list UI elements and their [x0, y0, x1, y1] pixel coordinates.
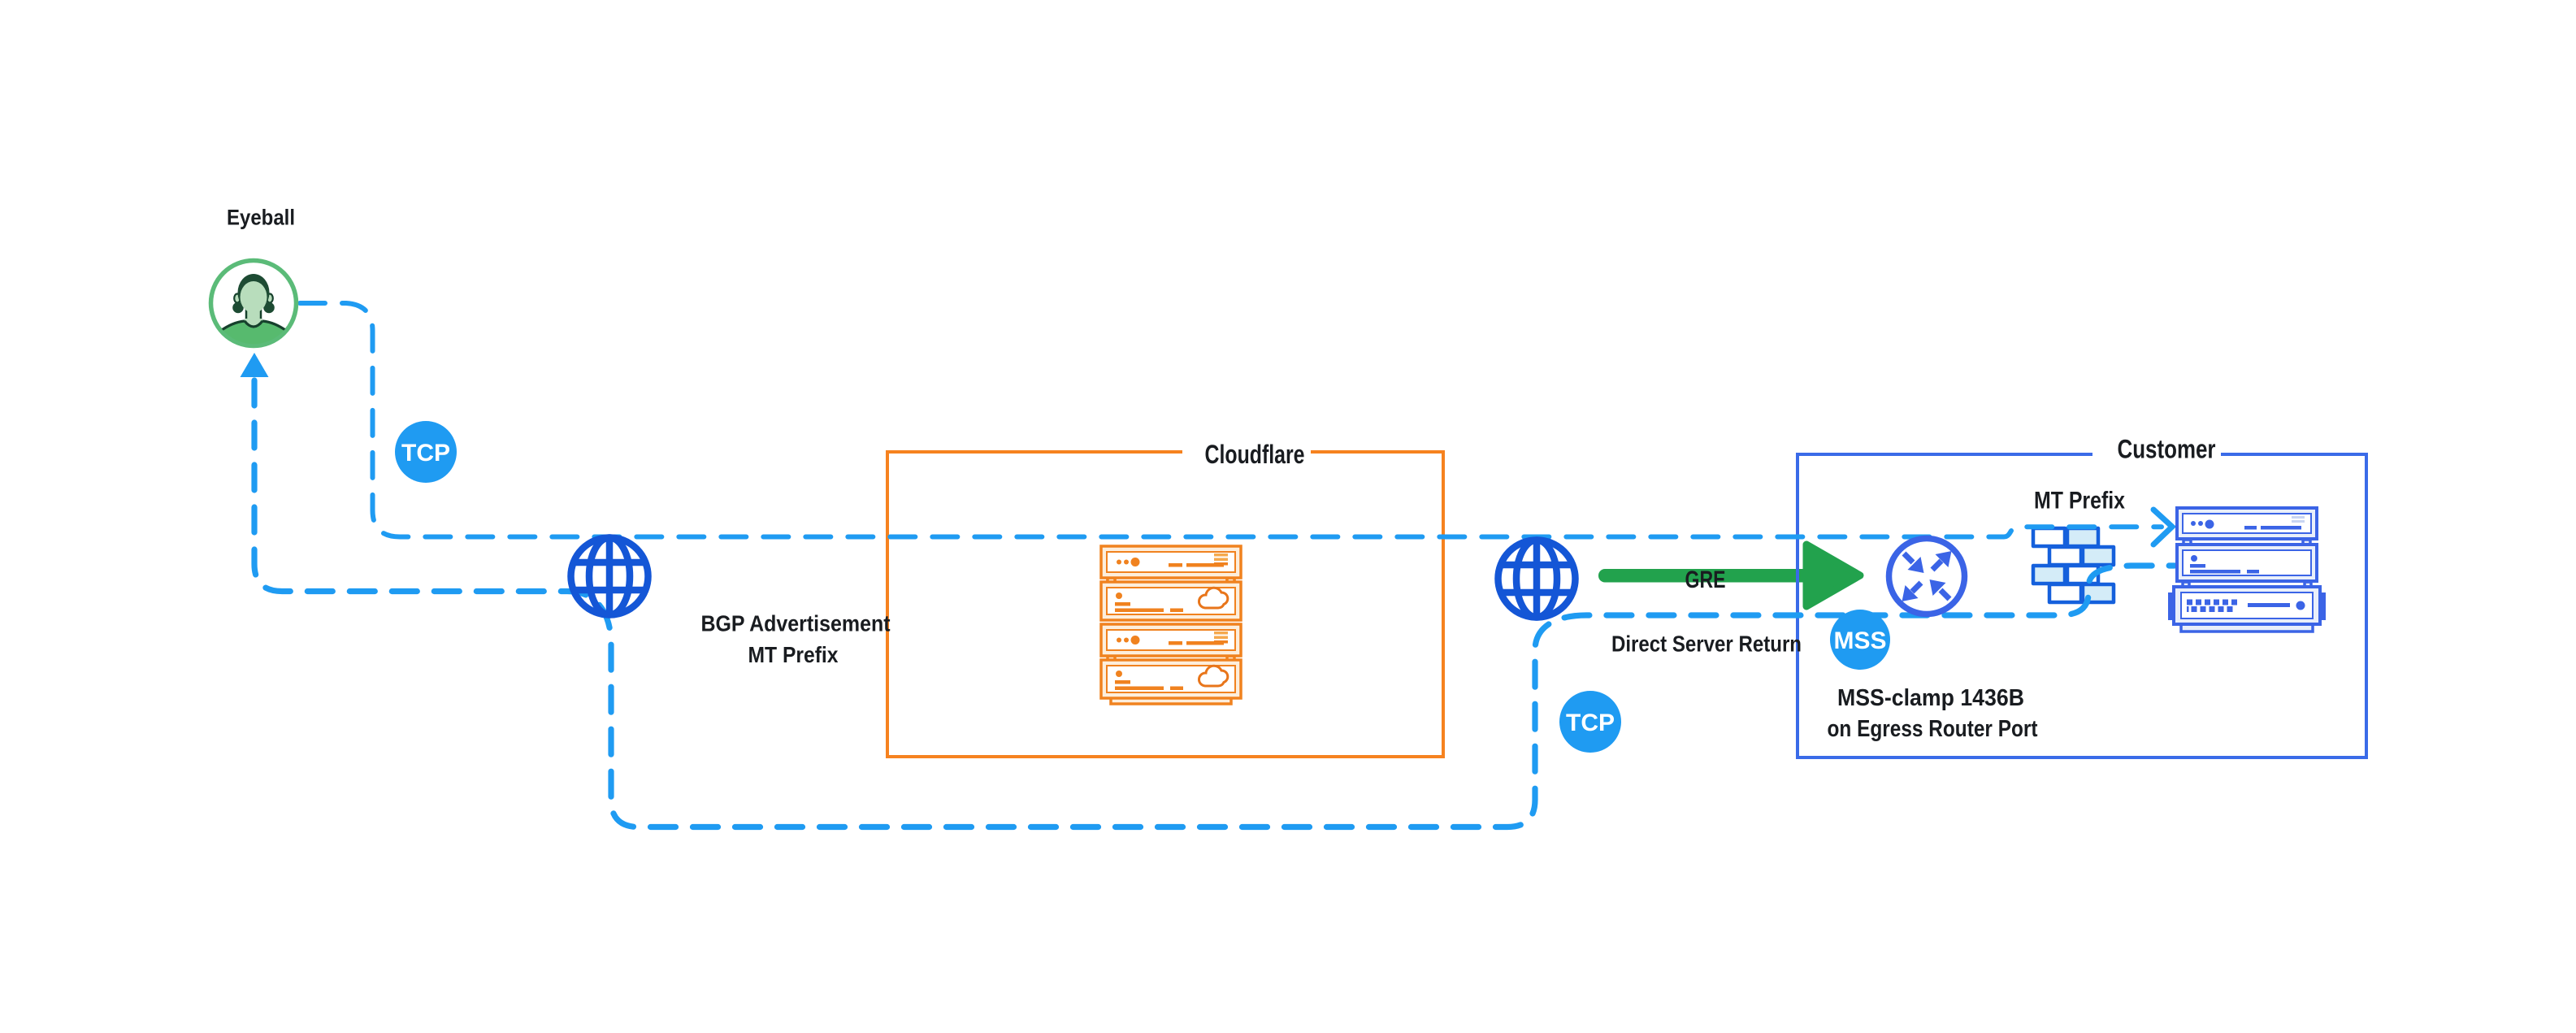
svg-text:GRE: GRE: [1685, 566, 1726, 593]
svg-text:Eyeball: Eyeball: [227, 206, 295, 230]
svg-text:MSS-clamp 1436B: MSS-clamp 1436B: [1837, 685, 2024, 711]
svg-text:MSS: MSS: [1833, 627, 1886, 654]
svg-text:Cloudflare: Cloudflare: [1205, 440, 1305, 469]
svg-text:TCP: TCP: [401, 440, 450, 467]
svg-text:MT Prefix: MT Prefix: [748, 642, 839, 667]
svg-text:TCP: TCP: [1566, 710, 1615, 736]
svg-text:Direct Server Return: Direct Server Return: [1611, 632, 1802, 657]
svg-text:Customer: Customer: [2118, 435, 2216, 464]
svg-text:MT Prefix: MT Prefix: [2034, 488, 2125, 514]
svg-text:on Egress Router Port: on Egress Router Port: [1828, 716, 2038, 742]
svg-text:BGP Advertisement: BGP Advertisement: [701, 611, 891, 636]
